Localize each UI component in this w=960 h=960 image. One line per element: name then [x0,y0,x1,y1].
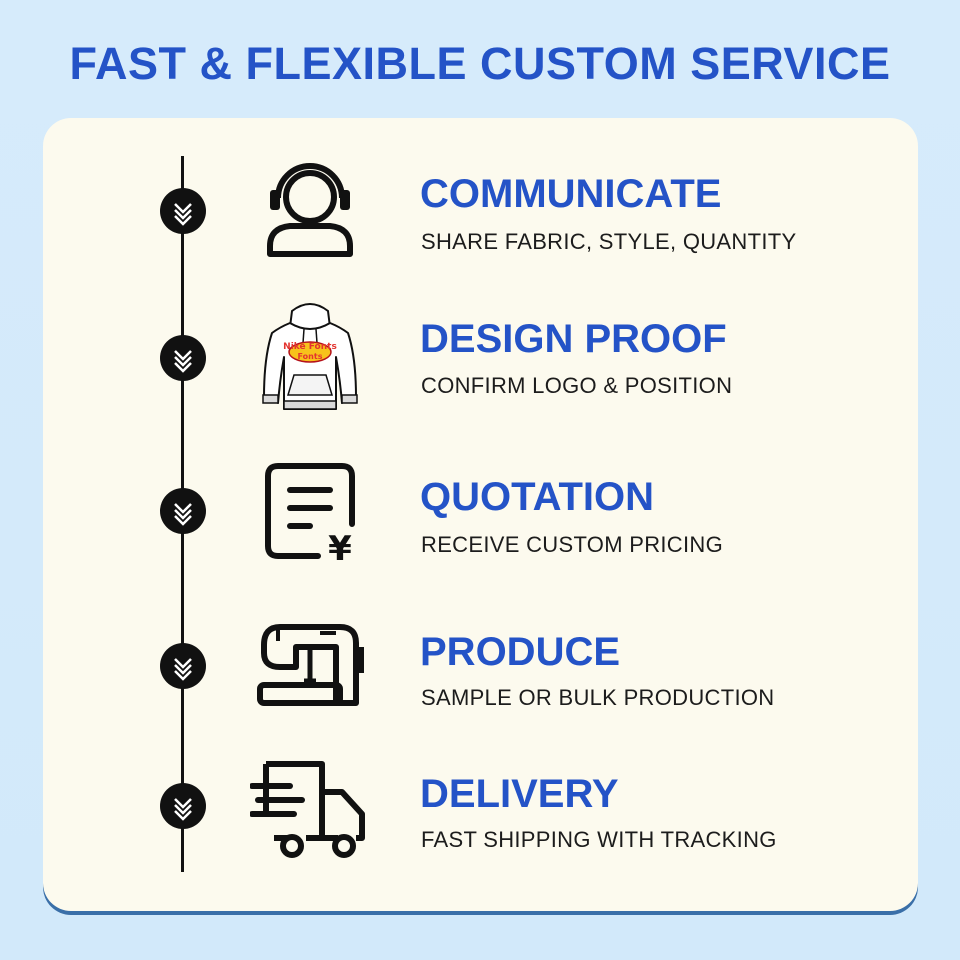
yen-invoice-icon: ¥ [250,452,370,572]
svg-text:Fonts: Fonts [298,352,323,361]
chevron-down-icon [160,188,206,234]
step-title: QUOTATION [420,475,655,519]
step-delivery: DELIVERY FAST SHIPPING WITH TRACKING [0,750,960,870]
step-description: RECEIVE CUSTOM PRICING [421,532,724,557]
step-description: FAST SHIPPING WITH TRACKING [421,827,777,852]
step-title: PRODUCE [420,630,621,674]
svg-text:¥: ¥ [328,529,352,569]
page-title: FAST & FLEXIBLE CUSTOM SERVICE [69,38,891,89]
svg-text:Nike Fonts: Nike Fonts [283,342,337,352]
step-title: DESIGN PROOF [420,317,727,361]
step-communicate: COMMUNICATE SHARE FABRIC, STYLE, QUANTIT… [0,150,960,270]
step-produce: PRODUCE SAMPLE OR BULK PRODUCTION [0,605,960,725]
step-description: CONFIRM LOGO & POSITION [421,373,733,398]
chevron-down-icon [160,488,206,534]
hoodie-icon: Nike Fonts Fonts [250,297,370,417]
step-description: SAMPLE OR BULK PRODUCTION [421,685,775,710]
step-title: COMMUNICATE [420,172,722,216]
headset-person-icon [250,150,370,270]
chevron-down-icon [160,783,206,829]
step-design-proof: Nike Fonts Fonts DESIGN PROOF CONFIRM LO… [0,295,960,415]
chevron-down-icon [160,643,206,689]
step-quotation: ¥ QUOTATION RECEIVE CUSTOM PRICING [0,450,960,570]
step-title: DELIVERY [420,772,619,816]
sewing-machine-icon [250,605,370,725]
delivery-truck-icon [250,750,370,870]
chevron-down-icon [160,335,206,381]
step-description: SHARE FABRIC, STYLE, QUANTITY [421,229,797,254]
